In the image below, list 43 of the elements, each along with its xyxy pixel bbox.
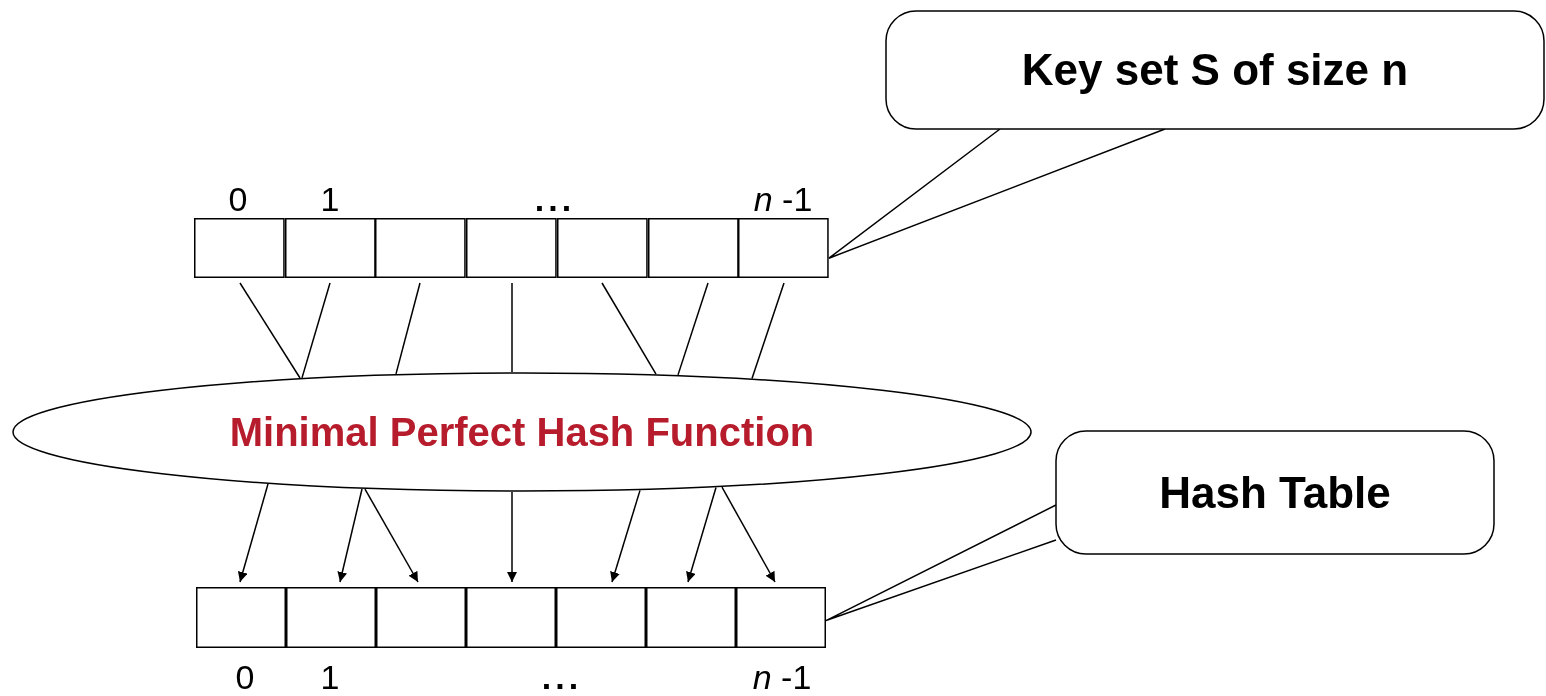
index-label: n -1 <box>753 182 813 216</box>
arrow <box>364 488 419 583</box>
index-label: 0 <box>235 660 255 694</box>
array-cell <box>284 218 376 278</box>
array-cell <box>466 587 556 648</box>
array-cell <box>286 587 376 648</box>
array-cell <box>736 587 826 648</box>
callout-pointer <box>825 504 1057 622</box>
arrow <box>337 488 363 583</box>
ellipsis: ... <box>534 182 576 216</box>
array-cell <box>466 218 557 278</box>
arrow <box>721 486 776 583</box>
array-cell <box>376 587 466 648</box>
arrow <box>610 489 641 583</box>
ellipse <box>12 372 1032 492</box>
callout-text: Key set S of size n <box>1021 45 1409 95</box>
line <box>301 282 331 379</box>
line <box>751 282 785 380</box>
line <box>601 282 657 375</box>
arrow <box>237 483 269 583</box>
array-cell <box>646 587 736 648</box>
callout-bubble <box>1055 430 1495 555</box>
line <box>239 282 301 379</box>
line <box>511 282 513 373</box>
line <box>395 282 421 375</box>
array-cell <box>194 218 285 278</box>
arrow <box>686 486 717 583</box>
array-cell <box>556 587 646 648</box>
index-label: 0 <box>228 182 248 216</box>
callout-text: Hash Table <box>1159 467 1391 518</box>
line <box>677 282 709 376</box>
callout-bubble <box>885 10 1545 130</box>
arrow <box>507 491 517 583</box>
array-cell <box>647 218 739 278</box>
array-cell <box>375 218 467 278</box>
array-cell <box>196 587 286 648</box>
index-label: 1 <box>320 660 340 694</box>
index-label: 1 <box>320 182 340 216</box>
ellipsis: ... <box>541 660 583 694</box>
array-cell <box>556 218 648 278</box>
index-label: n -1 <box>752 660 812 694</box>
function-label: Minimal Perfect Hash Function <box>229 409 815 455</box>
array-cell <box>738 218 829 278</box>
